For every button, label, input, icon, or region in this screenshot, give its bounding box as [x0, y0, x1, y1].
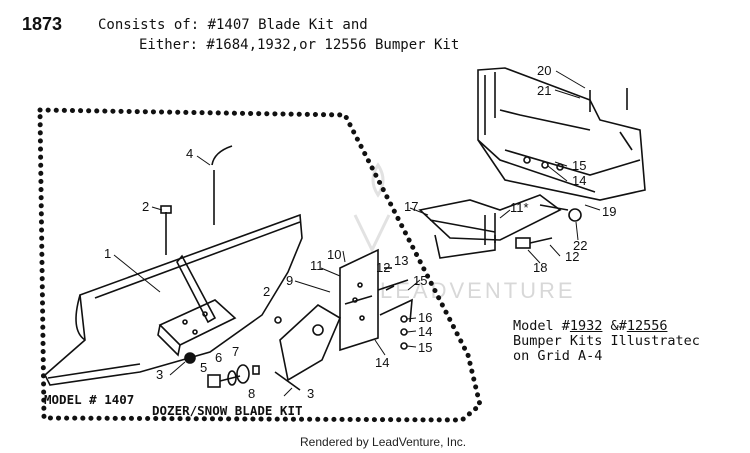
callout-label: 6 — [215, 350, 222, 365]
callout-label: 16 — [418, 310, 432, 325]
kit-name-label: DOZER/SNOW BLADE KIT — [152, 403, 303, 418]
callout-label: 9 — [286, 273, 293, 288]
model-note-mid: &# — [602, 318, 627, 334]
callout-label: 12 — [565, 249, 579, 264]
callout-label: 17 — [404, 199, 418, 214]
callout-label: 13 — [394, 253, 408, 268]
callout-label: 11* — [510, 200, 529, 215]
watermark-logo-icon — [353, 162, 391, 254]
callout-label: 5 — [200, 360, 207, 375]
model-note-line-1: Model #1932 &#12556 — [513, 318, 667, 334]
model-note-prefix: Model # — [513, 318, 570, 334]
header-line-1: Consists of: #1407 Blade Kit and — [98, 17, 368, 33]
footer-credit: Rendered by LeadVenture, Inc. — [300, 435, 467, 449]
model-note-model-a: 1932 — [569, 318, 603, 334]
callout-label: 14 — [572, 173, 586, 188]
model-note-line-2: Bumper Kits Illustratec — [513, 333, 700, 349]
callout-label: 1 — [104, 246, 111, 261]
model-note-model-b: 12556 — [626, 318, 668, 334]
callout-label: 15 — [418, 340, 432, 355]
callout-label: 12 — [376, 260, 390, 275]
header-line-2: Either: #1684,1932,or 12556 Bumper Kit — [139, 37, 460, 53]
callout-labels: 1 2 2 3 3 4 5 6 7 8 9 10 11 11* 12 12 13… — [104, 63, 616, 401]
callout-label: 19 — [602, 204, 616, 219]
callout-label: 21 — [537, 83, 551, 98]
blade-assembly — [44, 145, 342, 391]
diagram-number: 1873 — [22, 14, 63, 34]
kit-model-label: MODEL # 1407 — [44, 392, 135, 407]
bumper-assembly — [418, 67, 646, 259]
callout-label: 4 — [186, 146, 193, 161]
callout-label: 3 — [156, 367, 163, 382]
callout-label: 11 — [310, 258, 324, 273]
callout-label: 2 — [142, 199, 149, 214]
blade — [44, 213, 303, 386]
callout-label: 7 — [232, 344, 239, 359]
model-note-line-3: on Grid A-4 — [513, 348, 603, 364]
leader-lines — [113, 70, 601, 397]
watermark-text: LEADVENTURE — [380, 278, 576, 303]
callout-label: 8 — [248, 386, 255, 401]
callout-label: 10 — [327, 247, 341, 262]
callout-label: 18 — [533, 260, 547, 275]
callout-label: 22 — [573, 238, 587, 253]
callout-label: 14 — [418, 324, 432, 339]
callout-label: 15 — [572, 158, 586, 173]
callout-label: 20 — [537, 63, 551, 78]
callout-label: 15 — [413, 273, 427, 288]
callout-label: 14 — [375, 355, 389, 370]
mount-frame — [339, 248, 413, 352]
callout-label: 3 — [307, 386, 314, 401]
kit-boundary — [37, 107, 483, 423]
callout-label: 2 — [263, 284, 270, 299]
